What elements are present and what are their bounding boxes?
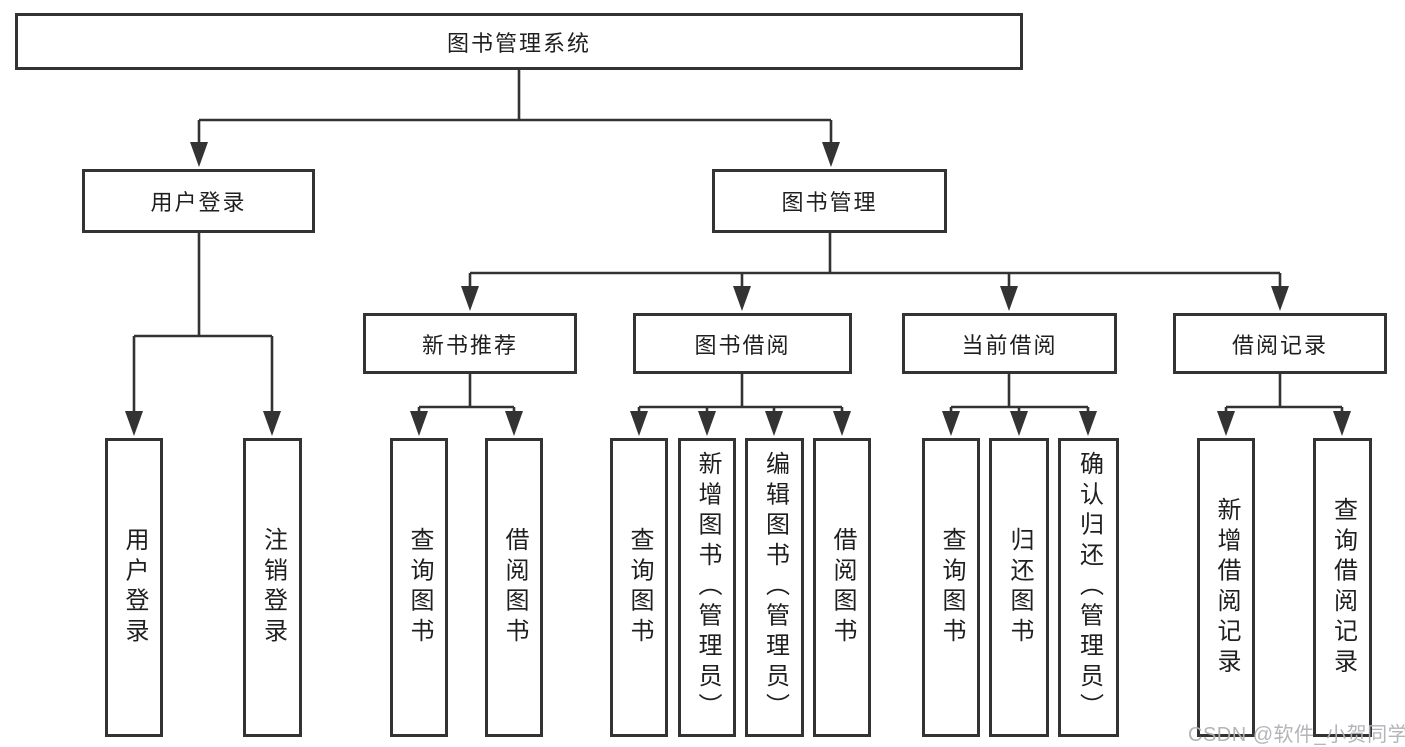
- leaf-user-login: 用户登录: [105, 438, 163, 737]
- node-current-borrowing: 当前借阅: [902, 313, 1117, 374]
- leaf-edit-book-admin: 编辑图书（管理员）: [745, 438, 804, 737]
- leaf-confirm-return-admin: 确认归还（管理员）: [1058, 438, 1119, 737]
- node-user-login: 用户登录: [82, 169, 315, 233]
- node-book-borrowing: 图书借阅: [633, 313, 852, 374]
- leaf-borrow-books-recommend: 借阅图书: [485, 438, 543, 737]
- leaf-query-books-current: 查询图书: [922, 438, 980, 737]
- leaf-query-books-borrowing: 查询图书: [610, 438, 668, 737]
- node-borrowing-records: 借阅记录: [1173, 313, 1387, 374]
- node-book-management: 图书管理: [712, 169, 947, 233]
- leaf-add-borrow-record: 新增借阅记录: [1197, 438, 1255, 737]
- arrowhead-icons: [125, 142, 1351, 436]
- node-library-management-system: 图书管理系统: [15, 13, 1023, 70]
- leaf-query-books-recommend: 查询图书: [390, 438, 448, 737]
- watermark-text: CSDN @软件_小贺同学: [1188, 724, 1405, 746]
- leaf-return-book: 归还图书: [989, 438, 1049, 737]
- node-new-book-recommend: 新书推荐: [363, 313, 577, 374]
- leaf-add-book-admin: 新增图书（管理员）: [678, 438, 736, 737]
- leaf-logout: 注销登录: [243, 438, 302, 737]
- leaf-borrow-books: 借阅图书: [813, 438, 871, 737]
- leaf-query-borrow-record: 查询借阅记录: [1313, 438, 1372, 737]
